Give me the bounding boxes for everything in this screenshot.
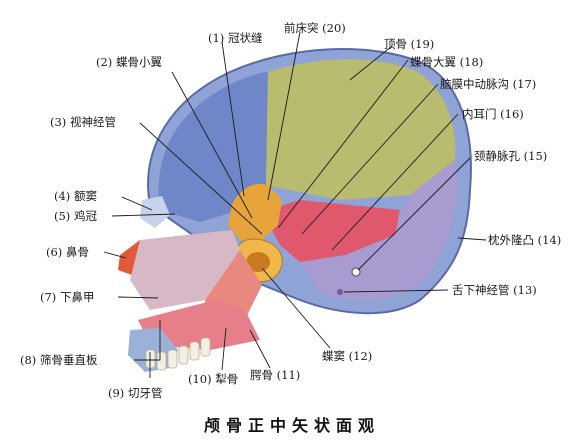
leader-l2 <box>171 71 253 219</box>
leader-l19 <box>349 45 393 81</box>
label-external-occipital-protuberance: 枕外隆凸 (14) <box>488 233 561 247</box>
leader-l1 <box>221 41 245 197</box>
leader-l20 <box>267 31 301 201</box>
label-incisive-canal: (9) 切牙管 <box>108 386 162 400</box>
parietal-bone-region <box>266 59 456 200</box>
leader-l12 <box>261 267 331 349</box>
label-greater-wing-sphenoid: 蝶骨大翼 (18) <box>410 55 483 69</box>
leader-lines <box>103 31 487 378</box>
label-jugular-foramen: 颈静脉孔 (15) <box>474 149 547 163</box>
leader-l17 <box>301 83 439 235</box>
temporal-bone-region <box>262 200 400 262</box>
label-palatine-bone: 腭骨 (11) <box>250 368 300 382</box>
label-internal-acoustic-meatus: 内耳门 (16) <box>462 107 524 121</box>
leader-l14 <box>457 237 487 241</box>
label-frontal-sinus: (4) 额窦 <box>54 189 97 203</box>
leader-l4 <box>121 196 153 211</box>
label-sphenoid-sinus: 蝶窦 (12) <box>322 349 372 363</box>
label-nasal-bone: (6) 鼻骨 <box>46 245 89 259</box>
occipital-bone-region <box>300 160 457 301</box>
label-inferior-nasal-concha: (7) 下鼻甲 <box>40 290 94 304</box>
palatine-region <box>138 300 260 350</box>
label-crista-galli: (5) 鸡冠 <box>54 209 97 223</box>
label-anterior-clinoid-process: 前床突 (20) <box>284 21 346 35</box>
leader-l3 <box>139 122 263 235</box>
ethmoid-plate-region <box>130 230 240 310</box>
frontal-sinus-region <box>140 196 170 228</box>
label-lesser-wing-sphenoid: (2) 蝶骨小翼 <box>96 55 162 69</box>
sphenoid-sinus <box>246 252 270 272</box>
figure-caption: 颅骨正中矢状面观 <box>204 416 380 435</box>
teeth-row <box>145 337 211 371</box>
leader-l15 <box>357 157 471 271</box>
label-vomer: (10) 犁骨 <box>188 372 238 386</box>
leader-l13 <box>343 289 449 293</box>
label-ethmoid-perpendicular-plate: (8) 筛骨垂直板 <box>20 353 98 367</box>
leader-l10 <box>221 327 227 371</box>
label-parietal-bone: 顶骨 (19) <box>384 37 434 51</box>
leader-l11 <box>249 329 271 369</box>
leader-l5 <box>111 213 176 217</box>
leader-l7 <box>117 296 159 299</box>
label-coronal-suture: (1) 冠状缝 <box>208 31 263 45</box>
label-middle-meningeal-groove: 脑膜中动脉沟 (17) <box>440 77 536 91</box>
leader-l6 <box>103 251 127 259</box>
leader-l18 <box>277 59 409 229</box>
leader-l8 <box>134 320 161 361</box>
label-optic-canal: (3) 视神经管 <box>50 115 116 129</box>
leader-l16 <box>331 113 459 251</box>
hypoglossal-canal-marker <box>337 289 343 295</box>
label-hypoglossal-canal: 舌下神经管 (13) <box>452 283 537 297</box>
